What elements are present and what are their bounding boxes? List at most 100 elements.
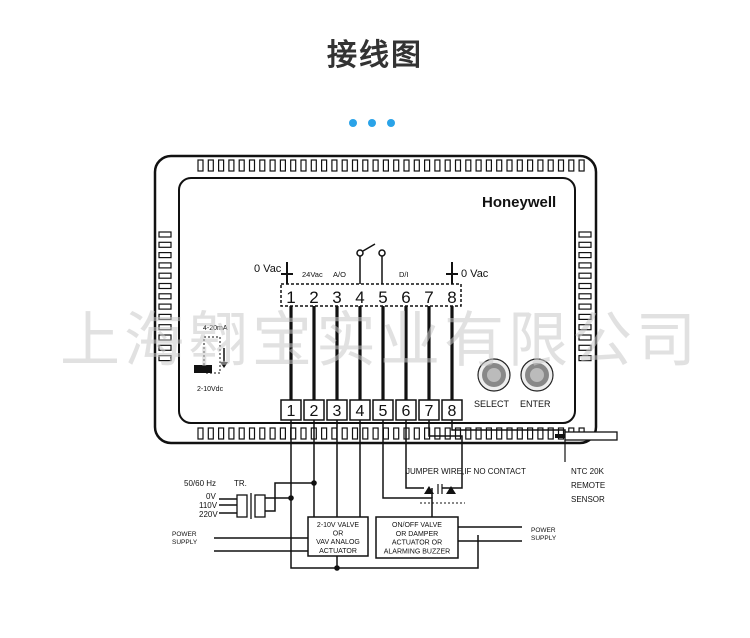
ventilation-slots	[158, 159, 592, 440]
vent-slot-bottom	[526, 427, 534, 440]
top-terminal-4: 4	[355, 288, 364, 307]
vent-slot-top	[228, 159, 235, 172]
vent-slot-left	[158, 282, 172, 290]
vent-slot-top	[485, 159, 492, 172]
top-terminal-8: 8	[447, 288, 456, 307]
vent-slot-top	[403, 159, 410, 172]
onoff-valve-line: ACTUATOR OR	[392, 540, 442, 547]
ao-label: A/O	[333, 270, 346, 279]
vent-slot-top	[516, 159, 523, 172]
analog-valve-line: 2-10V VALVE	[317, 522, 359, 529]
ntc-line2: REMOTE	[571, 481, 605, 490]
top-terminal-1: 1	[286, 288, 295, 307]
vent-slot-top	[454, 159, 462, 172]
vent-slot-bottom	[506, 427, 513, 440]
ntc-line3: SENSOR	[571, 495, 605, 504]
vent-slot-top	[547, 159, 554, 172]
v220-label: 220V	[199, 510, 218, 519]
zero-vac-left-label: 0 Vac	[254, 263, 282, 275]
brand-logo: Honeywell	[482, 194, 556, 211]
vent-slot-bottom	[259, 427, 266, 440]
vent-slot-top	[496, 159, 503, 172]
vent-slot-right	[578, 293, 592, 300]
vent-slot-top	[434, 159, 441, 172]
dot-3	[387, 119, 395, 127]
vent-slot-left	[158, 262, 172, 269]
vent-slot-top	[197, 159, 204, 172]
vent-slot-right	[578, 324, 592, 331]
vent-slot-top	[207, 159, 214, 172]
enter-label: ENTER	[520, 399, 551, 409]
analog-valve-line: ACTUATOR	[319, 548, 357, 555]
vent-slot-top	[362, 159, 369, 172]
vent-slot-left	[158, 231, 172, 238]
vent-slot-top	[506, 159, 513, 172]
carousel-dots	[349, 119, 409, 129]
vent-slot-top	[424, 159, 431, 172]
vent-slot-bottom	[454, 427, 462, 440]
vent-slot-bottom	[279, 427, 286, 440]
ground-right-icon	[446, 262, 458, 284]
vent-slot-left	[158, 272, 172, 279]
vent-slot-bottom	[444, 427, 451, 440]
vent-slot-right	[578, 344, 592, 351]
vent-slot-left	[158, 241, 172, 248]
vent-slot-top	[218, 159, 225, 172]
vent-slot-top	[537, 159, 544, 172]
top-terminal-6: 6	[401, 288, 410, 307]
analog-valve-line: VAV ANALOG	[316, 539, 360, 546]
vent-slot-right	[578, 355, 592, 362]
page-title: 接线图	[327, 38, 423, 73]
ma-range-label: 4-20mA	[203, 325, 228, 332]
vent-slot-top	[557, 159, 565, 172]
vent-slot-right	[578, 241, 592, 248]
vent-slot-top	[341, 159, 348, 172]
vent-slot-bottom	[557, 427, 565, 440]
onoff-valve-line: ALARMING BUZZER	[384, 548, 451, 555]
vent-slot-bottom	[496, 427, 503, 440]
vent-slot-top	[279, 159, 286, 172]
vent-slot-right	[578, 334, 592, 341]
vent-slot-bottom	[269, 427, 276, 440]
vent-slot-top	[578, 159, 585, 172]
vent-slot-left	[158, 324, 172, 331]
vent-slot-bottom	[238, 427, 245, 440]
vent-slot-bottom	[516, 427, 523, 440]
vent-slot-bottom	[465, 427, 472, 440]
vent-slot-top	[269, 159, 276, 172]
vent-slot-bottom	[485, 427, 492, 440]
vent-slot-bottom	[382, 427, 389, 440]
watermark: 上海翱宝实业有限公司	[60, 306, 700, 376]
vent-slot-top	[444, 159, 451, 172]
vent-slot-left	[158, 334, 172, 341]
vent-slot-top	[465, 159, 472, 172]
vent-slot-top	[413, 159, 420, 172]
di-label: D/I	[399, 270, 409, 279]
vent-slot-bottom	[248, 427, 256, 440]
vent-slot-top	[238, 159, 245, 172]
hz-label: 50/60 Hz	[184, 479, 216, 488]
enter-button[interactable]	[520, 358, 554, 392]
relay-switch-icon	[356, 243, 386, 284]
top-terminal-3: 3	[332, 288, 341, 307]
select-button[interactable]	[477, 358, 511, 392]
bottom-terminal-8: 8	[448, 403, 457, 420]
power-supply-left-line1: POWER	[172, 531, 197, 538]
power-supply-right-line2: SUPPLY	[531, 535, 557, 542]
vent-slot-bottom	[331, 427, 338, 440]
vent-slot-bottom	[207, 427, 214, 440]
vent-slot-left	[158, 293, 172, 300]
top-terminal-5: 5	[378, 288, 387, 307]
vent-slot-top	[382, 159, 389, 172]
vent-slot-top	[259, 159, 266, 172]
power-supply-left-line2: SUPPLY	[172, 539, 198, 546]
top-terminal-block	[280, 283, 462, 307]
vent-slot-top	[372, 159, 379, 172]
vdc-range-label: 2-10Vdc	[197, 386, 224, 393]
select-label: SELECT	[474, 399, 510, 409]
dot-1	[349, 119, 357, 127]
